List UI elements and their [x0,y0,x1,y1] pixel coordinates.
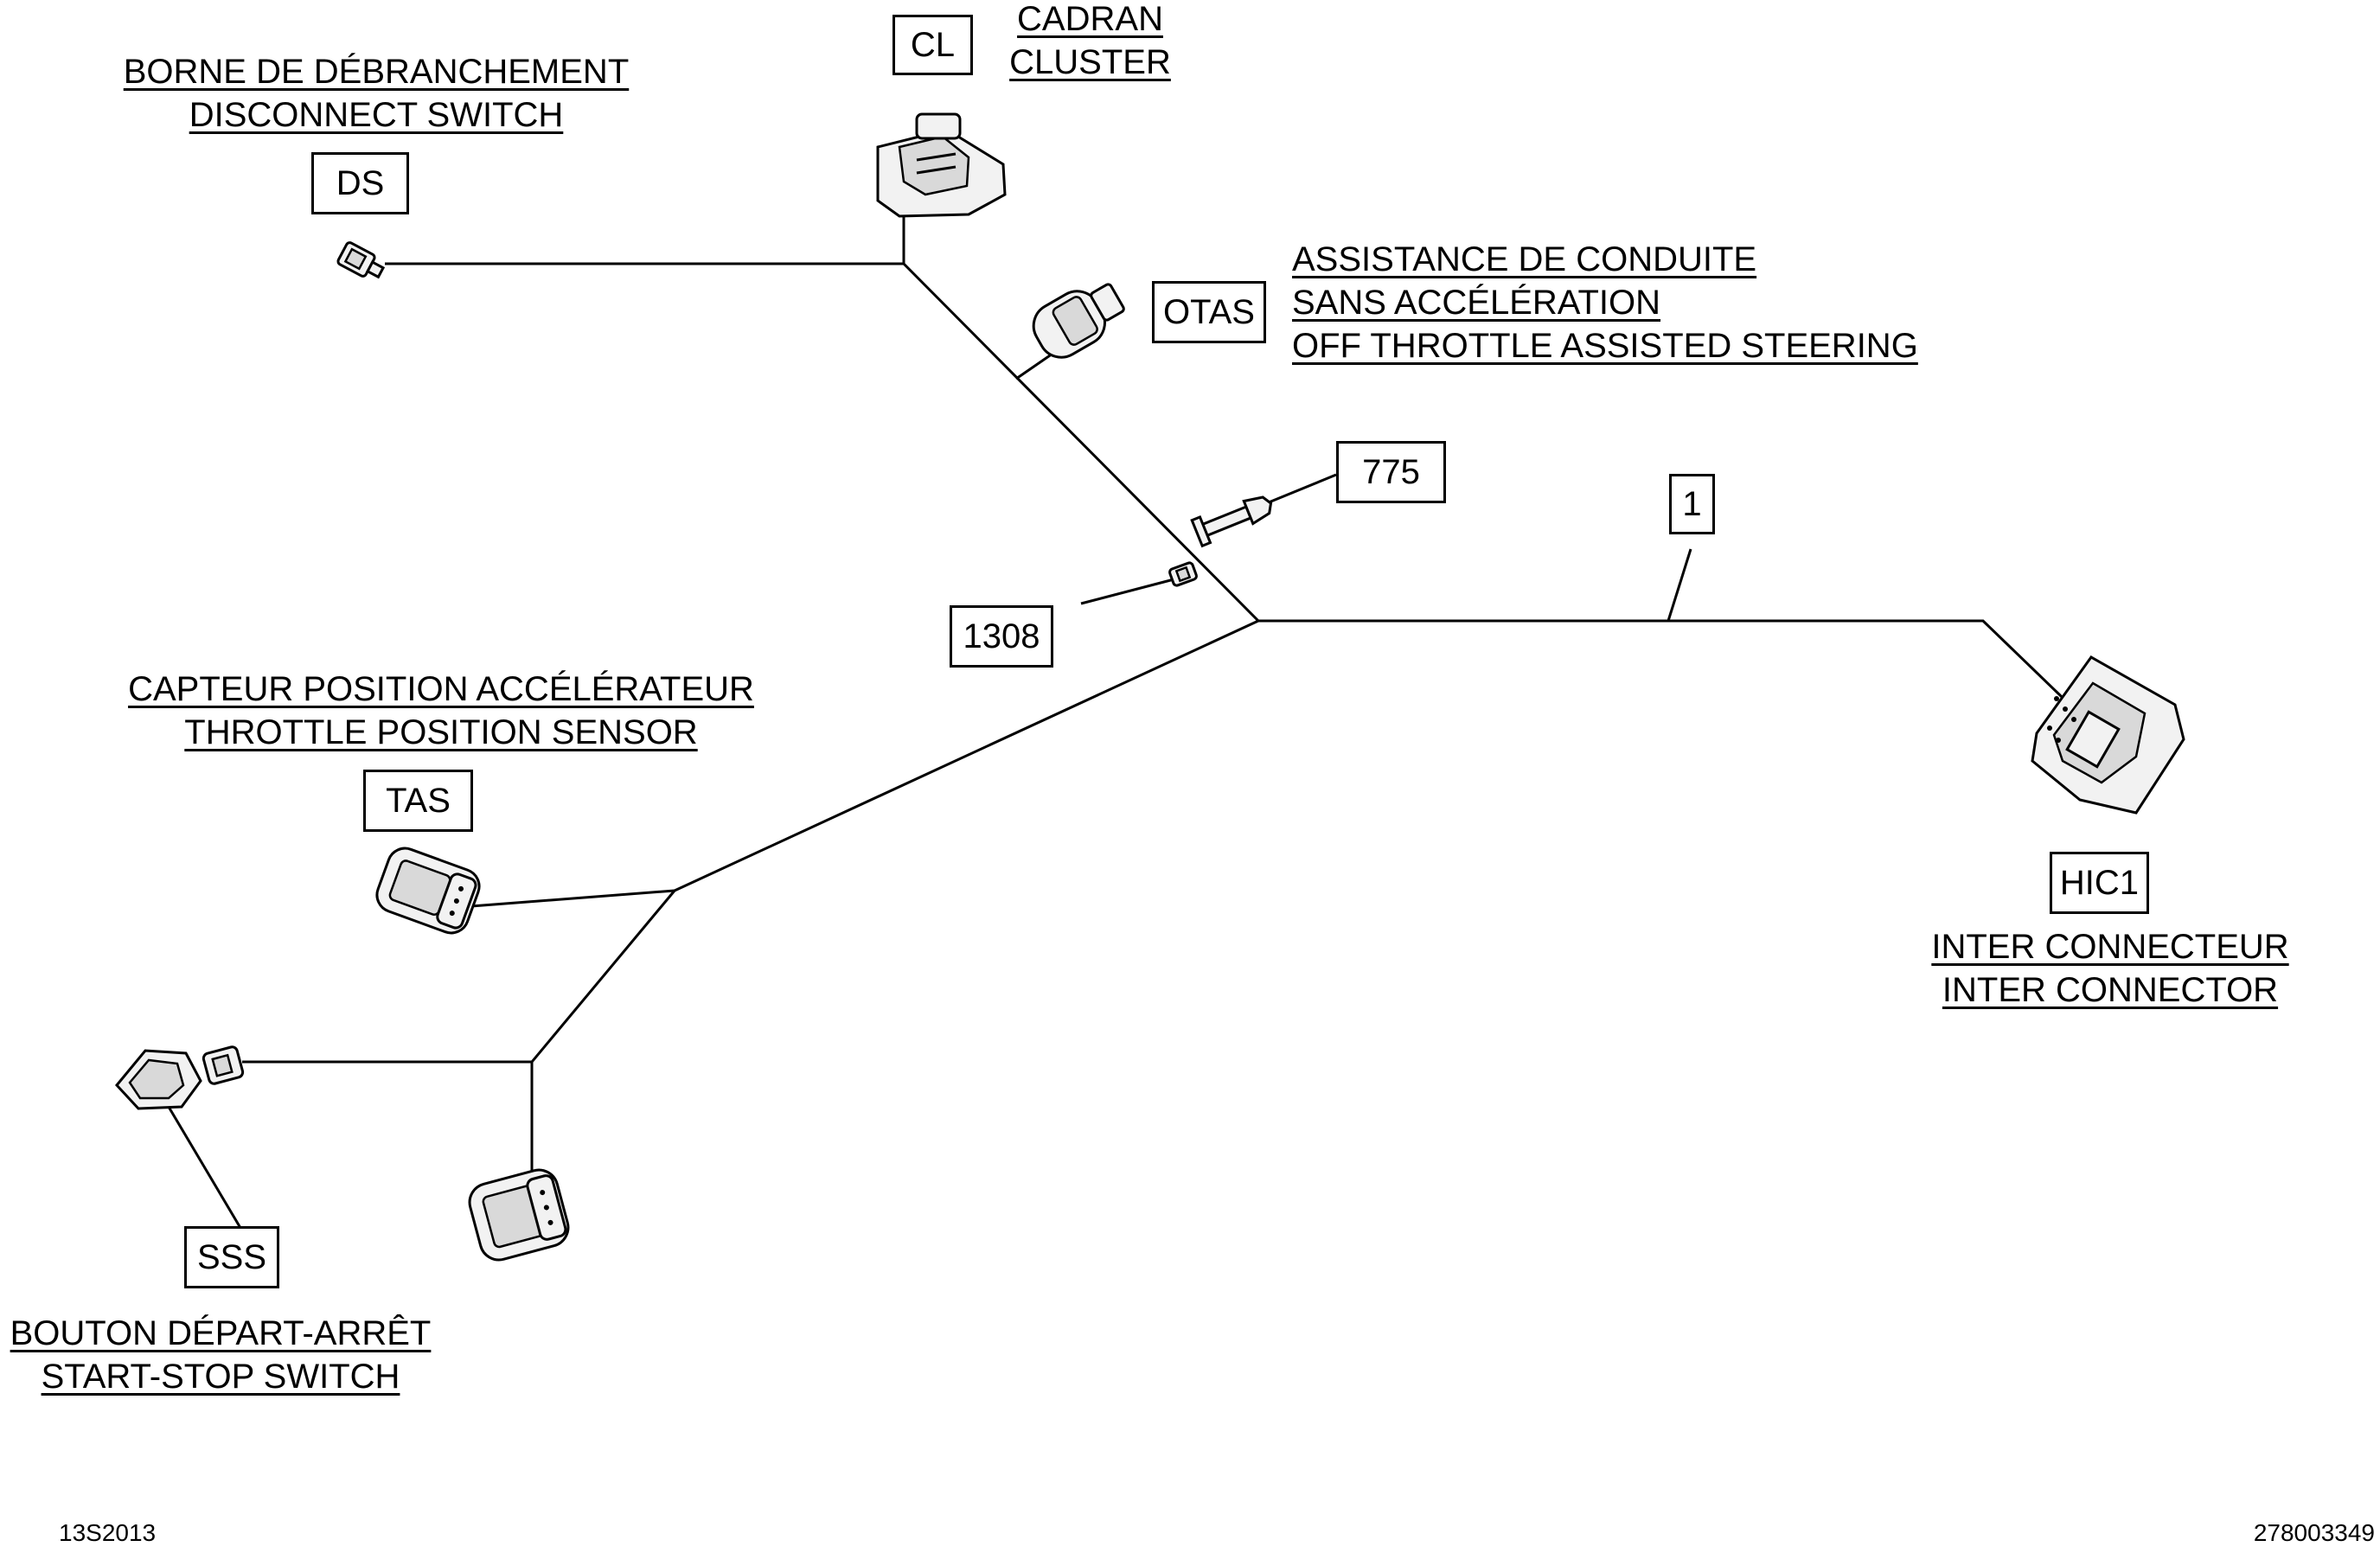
box-775: 775 [1336,441,1446,503]
label-start-stop-fr: BOUTON DÉPART-ARRÊT [10,1314,432,1352]
cluster-connector [876,112,1007,218]
tas-connector [375,847,481,935]
label-otas-fr-2: SANS ACCÉLÉRATION [1292,284,1661,322]
bottom-connector [468,1168,570,1262]
wire-tas [470,889,675,908]
disconnect-switch-connector [336,241,386,279]
box-1308: 1308 [950,605,1053,668]
label-start-stop-en: START-STOP SWITCH [41,1358,400,1396]
label-cluster-en: CLUSTER [1009,43,1171,81]
label-inter-connector-en: INTER CONNECTOR [1942,971,2279,1009]
label-otas-fr-1: ASSISTANCE DE CONDUITE [1292,240,1757,278]
label-inter-connector-fr: INTER CONNECTEUR [1931,928,2289,966]
box-ds: DS [311,152,409,214]
label-start-stop: BOUTON DÉPART-ARRÊT START-STOP SWITCH [0,1312,441,1398]
harness-wires [167,208,2112,1229]
label-throttle-sensor: CAPTEUR POSITION ACCÉLÉRATEUR THROTTLE P… [108,668,774,754]
drawing-code-right: 278003349 [2253,1519,2375,1546]
wire-lower-trunk [530,619,1259,1189]
wire-branch-1 [1667,548,1692,622]
box-1: 1 [1669,474,1715,534]
start-stop-connector [115,1045,245,1110]
connector-1308 [1168,561,1198,587]
wire-1308 [1080,576,1181,605]
fitting-775 [1190,495,1273,548]
wire-main-trunk [902,262,2112,745]
wire-sss-leader [167,1106,242,1229]
label-throttle-sensor-en: THROTTLE POSITION SENSOR [184,713,698,751]
hic1-inter-connector [2031,655,2185,815]
label-cluster-fr: CADRAN [1017,0,1163,38]
box-sss: SSS [184,1226,279,1288]
label-cluster: CADRAN CLUSTER [1006,0,1174,84]
otas-connector [1032,283,1125,359]
box-hic1: HIC1 [2050,852,2149,914]
box-otas: OTAS [1152,281,1266,343]
box-tas: TAS [363,770,473,832]
label-disconnect-switch-en: DISCONNECT SWITCH [189,96,564,134]
label-throttle-sensor-fr: CAPTEUR POSITION ACCÉLÉRATEUR [128,670,754,708]
label-otas: ASSISTANCE DE CONDUITE SANS ACCÉLÉRATION… [1292,238,1918,367]
label-otas-en: OFF THROTTLE ASSISTED STEERING [1292,327,1918,365]
drawing-code-left: 13S2013 [59,1519,157,1546]
box-cl: CL [892,15,973,75]
label-disconnect-switch-fr: BORNE DE DÉBRANCHEMENT [123,53,630,91]
label-disconnect-switch: BORNE DE DÉBRANCHEMENT DISCONNECT SWITCH [117,50,636,137]
label-inter-connector: INTER CONNECTEUR INTER CONNECTOR [1911,925,2309,1012]
